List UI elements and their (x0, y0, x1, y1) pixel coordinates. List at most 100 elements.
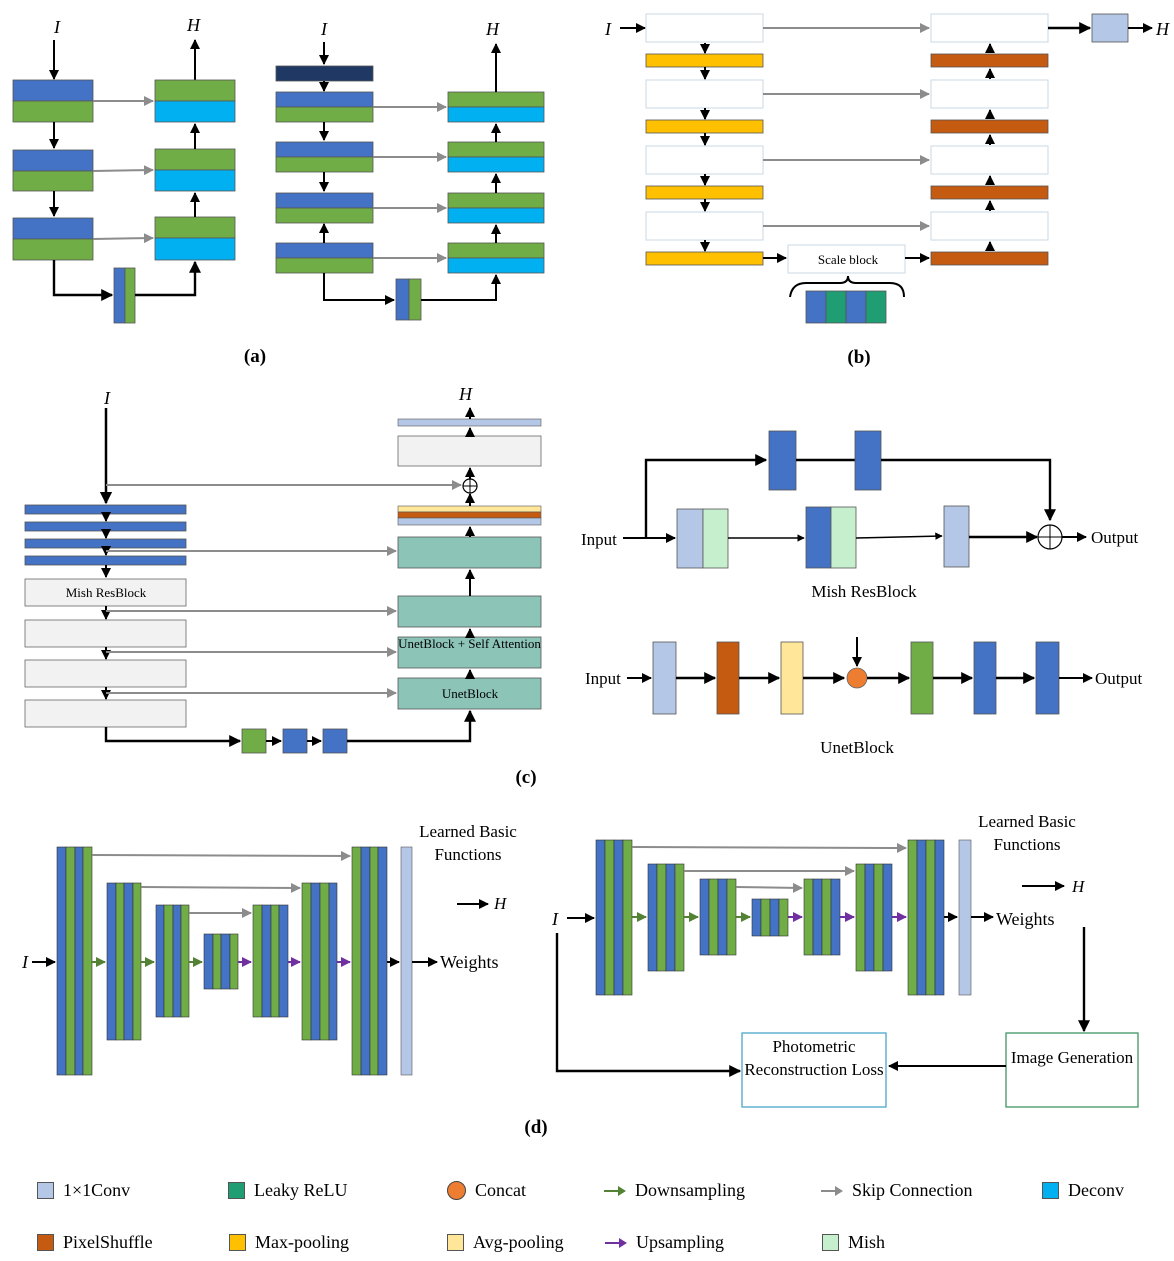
panel-a: I H (12, 15, 545, 367)
panel-b-maxpool (645, 251, 764, 266)
panel-b-caption: (b) (847, 347, 870, 368)
panel-d-right-encoder-l3 (699, 878, 737, 956)
panel-b-scale-block-label: Scale block (818, 252, 879, 267)
panel-d-right-decoder-l1 (907, 839, 945, 996)
unet-detail-pixelshuffle (716, 641, 740, 715)
legend-arrow-icon (821, 1185, 843, 1196)
unet-detail-title: UnetBlock (820, 738, 894, 757)
panel-c-mish-detail: Input Output Mish ResBlock (581, 430, 1139, 601)
panel-b-maxpool (645, 185, 764, 200)
legend-label: Mish (848, 1232, 886, 1252)
legend-swatch (228, 1182, 245, 1199)
panel-d-left-network: I (21, 822, 517, 1076)
panel-c-mish-resblock (24, 578, 187, 607)
unet-detail-output-label: Output (1095, 669, 1143, 688)
panel-d-left-decoder-l3 (252, 904, 289, 1018)
panel-d-left-bottleneck (203, 933, 239, 990)
panel-b-pixelshuffle (930, 251, 1049, 266)
panel-c-encoder-layer (24, 521, 187, 532)
panel-b-encoder-block (645, 145, 764, 175)
panel-a-encoder-block (275, 242, 374, 274)
panel-b-decoder-block (930, 211, 1049, 241)
panel-c-mish-resblock-label: Mish ResBlock (66, 585, 147, 600)
panel-b-output-conv (1091, 13, 1129, 43)
panel-d-left-basis-label: Learned Basic Functions (419, 822, 517, 864)
panel-c-decoder-block (397, 595, 542, 628)
panel-c-encoder-block (24, 699, 187, 728)
panel-b-input-label: I (604, 19, 612, 39)
panel-a-right-input-label: I (320, 19, 328, 39)
panel-d-left-decoder-l1 (351, 846, 388, 1076)
panel-d-right-basis-label: Learned Basic Functions (978, 812, 1076, 854)
panel-d-left-encoder-l1 (56, 846, 93, 1076)
panel-b-pixelshuffle (930, 185, 1049, 200)
panel-d-right-bottleneck (751, 898, 789, 937)
legend-label: Upsampling (636, 1232, 724, 1252)
legend-item-1x1conv: 1×1Conv (37, 1180, 130, 1201)
legend: 1×1Conv Leaky ReLU Concat Downsampling S… (0, 1160, 1174, 1261)
legend-label: Deconv (1068, 1180, 1124, 1200)
mish-detail-mish (830, 506, 857, 569)
panel-a-input-conv (275, 65, 374, 82)
panel-b-decoder-block (930, 145, 1049, 175)
panel-c-output-conv (397, 418, 542, 427)
legend-circle (447, 1181, 466, 1200)
panel-a-left-input-label: I (53, 17, 61, 37)
legend-item-deconv: Deconv (1042, 1180, 1124, 1201)
unet-detail-avgpool (780, 641, 804, 715)
panel-b: I (604, 13, 1170, 368)
panel-a-decoder-block (447, 192, 545, 224)
legend-item-pixelshuffle: PixelShuffle (37, 1232, 153, 1253)
legend-item-avg-pooling: Avg-pooling (447, 1232, 564, 1253)
legend-item-max-pooling: Max-pooling (229, 1232, 349, 1253)
panel-c: I Mish ResBlock UnetBlock UnetBlock + Se… (24, 384, 1143, 788)
panel-d-right-decoder-l3 (803, 878, 841, 956)
panel-c-encoder-layer (24, 555, 187, 566)
panel-c-encoder-layer (24, 504, 187, 515)
panel-a-decoder-block (154, 79, 236, 123)
panel-a-encoder-block (275, 91, 374, 123)
panel-c-output-label: H (458, 384, 473, 404)
panel-c-output-head (397, 505, 542, 526)
panel-b-scale-brace (789, 275, 905, 298)
panel-c-encoder-block (24, 659, 187, 688)
legend-swatch (37, 1182, 54, 1199)
panel-d-right-1x1conv (958, 839, 972, 996)
legend-item-skip-connection: Skip Connection (821, 1180, 973, 1201)
panel-c-unetblock-attention (397, 636, 542, 669)
legend-item-concat: Concat (447, 1180, 526, 1201)
panel-c-bottleneck-mish (241, 728, 267, 754)
legend-swatch (37, 1234, 54, 1251)
unet-detail-1x1conv (652, 641, 677, 715)
legend-arrow-icon (605, 1237, 627, 1248)
panel-b-maxpool (645, 53, 764, 68)
panel-d-left-input-label: I (21, 952, 29, 972)
legend-arrow-icon (604, 1185, 626, 1196)
panel-a-bottleneck (113, 267, 136, 324)
legend-swatch (447, 1234, 464, 1251)
panel-d-photometric-loss-label: Photometric Reconstruction Loss (744, 1037, 884, 1079)
panel-b-output-label: H (1155, 19, 1170, 39)
legend-item-leaky-relu: Leaky ReLU (228, 1180, 347, 1201)
mish-detail-conv (768, 430, 797, 491)
panel-d-right-network: I (551, 812, 1139, 1108)
panel-a-decoder-block (447, 141, 545, 173)
panel-a-encoder-block (12, 217, 94, 261)
panel-b-scale-block (787, 244, 906, 274)
legend-label: Concat (475, 1180, 526, 1200)
mish-detail-input-label: Input (581, 530, 617, 549)
panel-a-decoder-block (447, 91, 545, 123)
panel-d-right-decoder-l2 (855, 863, 893, 972)
legend-swatch (822, 1234, 839, 1251)
unet-detail-concat (846, 667, 868, 689)
panel-a-decoder-block (154, 148, 236, 192)
mish-detail-conv (805, 506, 832, 569)
panel-d-right-weights-label: Weights (996, 909, 1055, 929)
panel-d: I (21, 812, 1139, 1138)
panel-c-encoder-layer (24, 538, 187, 549)
panel-c-bottleneck-conv (322, 728, 348, 754)
panel-b-pixelshuffle (930, 53, 1049, 68)
panel-c-caption: (c) (515, 767, 536, 788)
mish-detail-output-label: Output (1091, 528, 1139, 547)
panel-b-decoder-block (930, 13, 1049, 43)
